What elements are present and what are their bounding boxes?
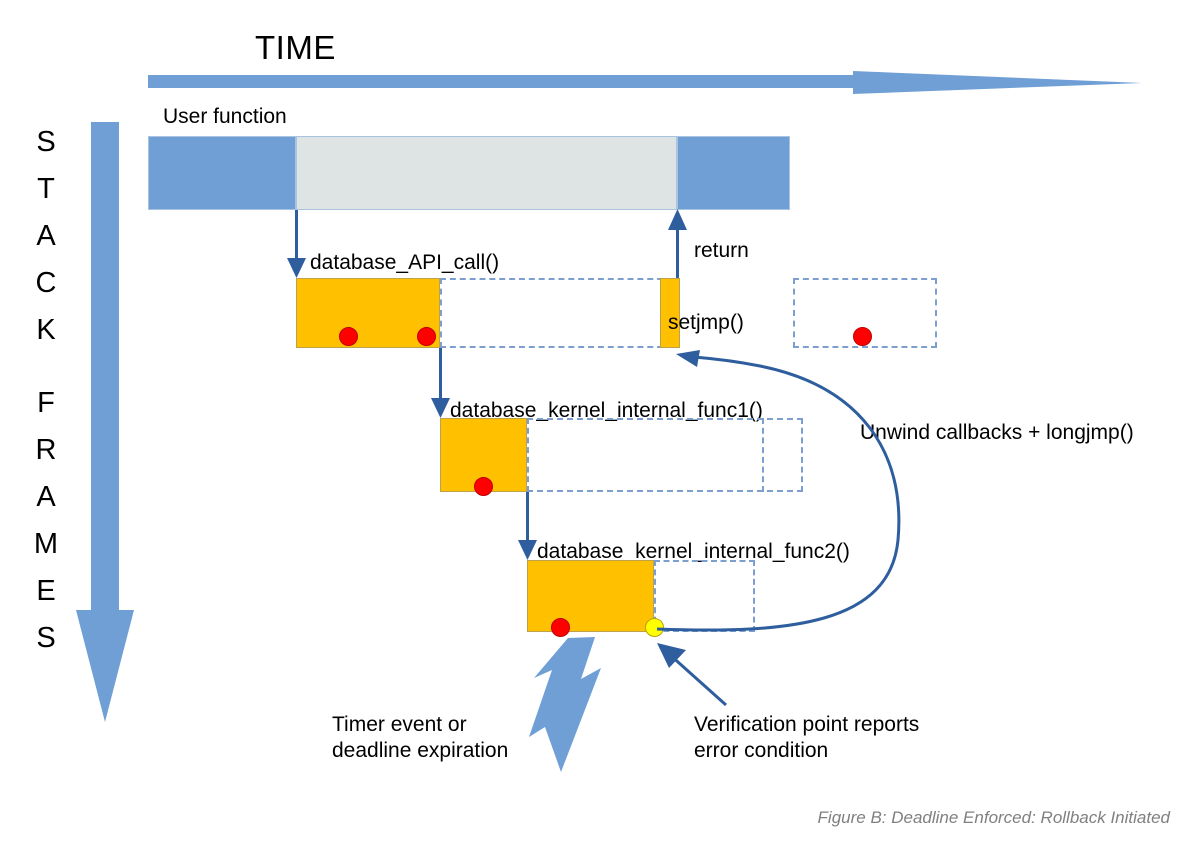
stack-axis-char: S: [36, 622, 56, 654]
frame1-executed-block: [296, 278, 440, 348]
stack-axis-char: M: [33, 528, 59, 560]
frame3-pending-block: [654, 560, 755, 632]
timer-event-lightning-arrow: [529, 637, 601, 772]
time-axis-arrow: [148, 71, 1142, 94]
verification-point-pointer-arrow: [657, 643, 728, 707]
user-function-bar-waiting: [296, 136, 677, 210]
stack-axis-char: R: [35, 434, 57, 466]
stack-axis-char: E: [36, 575, 56, 607]
time-axis-title: TIME: [255, 29, 336, 66]
setjmp-block: [660, 278, 680, 348]
frame3-executed-block: [527, 560, 654, 632]
user-function-label: User function: [163, 105, 287, 128]
frame1-label: database_API_call(): [310, 251, 500, 274]
stack-axis-char: K: [36, 314, 56, 346]
verification-dot-red: [551, 618, 570, 637]
verification-dot-yellow: [645, 618, 664, 637]
user-function-bar-active-left: [148, 136, 296, 210]
figure-caption: Figure B: Deadline Enforced: Rollback In…: [817, 808, 1170, 827]
verification-point-note-line2: error condition: [694, 738, 829, 762]
stack-axis-char: A: [36, 481, 56, 513]
stack-axis-char: A: [36, 220, 56, 252]
call-arrow-to-frame2: [431, 348, 450, 418]
setjmp-label: setjmp(): [668, 311, 744, 334]
frame1-pending-block: [440, 278, 673, 348]
verification-dot-red: [853, 327, 872, 346]
timer-event-note-line1: Timer event or: [332, 713, 467, 736]
call-arrow-to-frame3: [518, 492, 537, 560]
return-label: return: [694, 239, 749, 262]
verification-dot-red: [339, 327, 358, 346]
user-function-bar-active-right: [677, 136, 790, 210]
stack-axis-char: T: [37, 173, 55, 205]
verification-dot-red: [474, 477, 493, 496]
call-arrow-to-frame1: [287, 210, 306, 278]
stack-axis-char: S: [36, 126, 56, 158]
frame1-rollback-block: [793, 278, 937, 348]
stack-axis-spacer: [26, 363, 66, 389]
unwind-label: Unwind callbacks + longjmp(): [860, 421, 1134, 444]
verification-dot-red: [417, 327, 436, 346]
timer-event-note-line2: deadline expiration: [332, 738, 509, 762]
stack-frames-arrow: [76, 122, 134, 722]
frame2-pending-divider: [762, 418, 764, 492]
return-arrow-to-user-function: [668, 209, 687, 278]
verification-point-note: Verification point reports error conditi…: [694, 712, 919, 763]
stack-frames-axis-title: S T A C K F R A M E S: [26, 126, 66, 671]
timer-event-note: Timer event or deadline expiration: [332, 712, 508, 763]
stack-axis-char: F: [37, 387, 55, 419]
verification-point-note-line1: Verification point reports: [694, 713, 920, 736]
stack-axis-char: C: [35, 267, 57, 299]
